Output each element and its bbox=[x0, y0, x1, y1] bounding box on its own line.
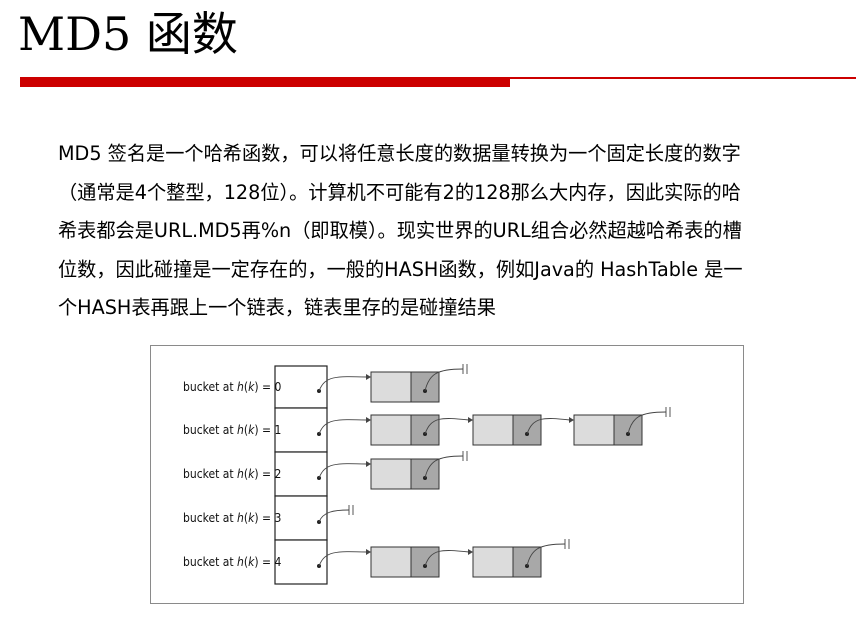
bucket-label-prefix: bucket at bbox=[183, 511, 237, 525]
chain-arrow bbox=[424, 418, 470, 435]
body-line: 位数，因此碰撞是一定存在的，一般的HASH函数，例如Java的 HashTabl… bbox=[58, 257, 743, 281]
arrow-head bbox=[468, 549, 473, 555]
arrow-head bbox=[468, 417, 473, 423]
bucket-cell bbox=[274, 451, 328, 497]
bucket-label-prefix: bucket at bbox=[183, 555, 237, 569]
bucket-label: bucket at h(k) = 1 bbox=[183, 423, 281, 437]
title-accent-bar bbox=[20, 77, 510, 87]
bucket-label-prefix: bucket at bbox=[183, 467, 237, 481]
node-data-cell bbox=[472, 414, 514, 446]
bucket-label-function: h bbox=[237, 555, 244, 569]
bucket-label-argument: k bbox=[248, 380, 255, 394]
null-pointer bbox=[424, 368, 464, 392]
null-pointer bbox=[627, 411, 667, 435]
bucket-label-suffix: ) = 4 bbox=[254, 555, 281, 569]
bucket-label-argument: k bbox=[248, 467, 255, 481]
node-data-cell bbox=[472, 546, 514, 578]
chain-arrow bbox=[318, 463, 368, 479]
bucket-label: bucket at h(k) = 4 bbox=[183, 555, 281, 569]
bucket-label: bucket at h(k) = 2 bbox=[183, 467, 281, 481]
bucket-label-argument: k bbox=[248, 511, 255, 525]
node-pointer-cell bbox=[410, 458, 440, 490]
node-pointer-cell bbox=[512, 546, 542, 578]
bucket-label-suffix: ) = 2 bbox=[254, 467, 281, 481]
bucket-label-paren: ( bbox=[244, 555, 248, 569]
node-data-cell bbox=[573, 414, 615, 446]
bucket-label-function: h bbox=[237, 511, 244, 525]
bucket-label-paren: ( bbox=[244, 511, 248, 525]
node-data-cell bbox=[370, 371, 412, 403]
chain-arrow bbox=[424, 550, 470, 567]
bucket-label-argument: k bbox=[248, 423, 255, 437]
node-pointer-cell bbox=[613, 414, 643, 446]
body-line: 希表都会是URL.MD5再%n（即取模）。现实世界的URL组合必然超越哈希表的槽 bbox=[58, 219, 742, 242]
bucket-label-function: h bbox=[237, 423, 244, 437]
arrow-head bbox=[366, 549, 371, 555]
null-pointer bbox=[526, 543, 566, 567]
bucket-label-suffix: ) = 3 bbox=[254, 511, 281, 525]
node-pointer-cell bbox=[410, 414, 440, 446]
arrow-head bbox=[569, 417, 574, 423]
bucket-label-prefix: bucket at bbox=[183, 423, 237, 437]
bucket-label-function: h bbox=[237, 380, 244, 394]
null-pointer bbox=[318, 509, 350, 523]
bucket-cell bbox=[274, 407, 328, 453]
arrow-head bbox=[366, 417, 371, 423]
arrow-head bbox=[366, 461, 371, 467]
bucket-label: bucket at h(k) = 3 bbox=[183, 511, 281, 525]
node-data-cell bbox=[370, 458, 412, 490]
bucket-cell bbox=[274, 539, 328, 585]
bucket-label-paren: ( bbox=[244, 423, 248, 437]
node-pointer-cell bbox=[410, 546, 440, 578]
chain-arrow bbox=[318, 376, 368, 392]
slide-title: MD5 函数 bbox=[18, 7, 238, 61]
body-line: MD5 签名是一个哈希函数，可以将任意长度的数据量转换为一个固定长度的数字 bbox=[58, 142, 741, 165]
body-line: 个HASH表再跟上一个链表，链表里存的是碰撞结果 bbox=[58, 296, 496, 319]
bucket-label-argument: k bbox=[248, 555, 255, 569]
bucket-label-prefix: bucket at bbox=[183, 380, 237, 394]
arrow-head bbox=[366, 374, 371, 380]
bucket-label-paren: ( bbox=[244, 380, 248, 394]
body-paragraph: MD5 签名是一个哈希函数，可以将任意长度的数据量转换为一个固定长度的数字 （通… bbox=[58, 135, 838, 328]
chain-arrow bbox=[526, 418, 571, 435]
node-data-cell bbox=[370, 546, 412, 578]
bucket-label: bucket at h(k) = 0 bbox=[183, 380, 281, 394]
bucket-label-function: h bbox=[237, 467, 244, 481]
null-pointer bbox=[424, 455, 464, 479]
node-pointer-cell bbox=[512, 414, 542, 446]
chain-arrow bbox=[318, 551, 368, 567]
chain-arrow bbox=[318, 419, 368, 435]
bucket-label-suffix: ) = 1 bbox=[254, 423, 281, 437]
bucket-cell bbox=[274, 365, 328, 409]
body-line: （通常是4个整型，128位）。计算机不可能有2的128那么大内存，因此实际的哈 bbox=[58, 180, 741, 204]
node-data-cell bbox=[370, 414, 412, 446]
node-pointer-cell bbox=[410, 371, 440, 403]
bucket-label-paren: ( bbox=[244, 467, 248, 481]
bucket-label-suffix: ) = 0 bbox=[254, 380, 281, 394]
bucket-cell bbox=[274, 495, 328, 541]
